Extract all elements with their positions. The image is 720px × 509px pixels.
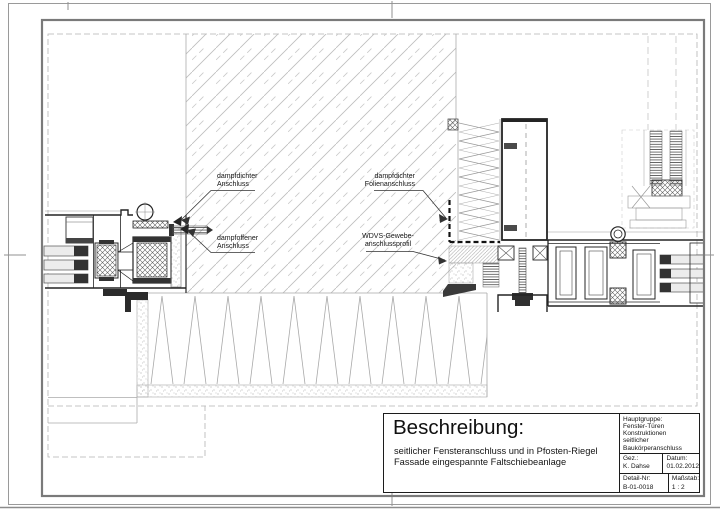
massstab-cell: Maßstab: 1 : 2 [669, 474, 699, 493]
title-block-heading: Beschreibung: [393, 416, 525, 439]
wdvs-mesh-profile-zone [443, 245, 500, 297]
annotation-dampfdichter-anschluss: dampfdichter Anschluss [217, 173, 258, 188]
datum-value: 01.02.2012 [666, 463, 699, 471]
annotation-dampfoffener-anschluss: dampfoffener Anschluss [217, 235, 259, 250]
annotation-dampfdichter-folienanschluss: dampfdichter Folienanschluss [364, 173, 415, 188]
gez-cell: Gez.: K. Dahse [620, 454, 664, 473]
hauptgruppe-label: Hauptgruppe: [623, 415, 663, 423]
mullion-base-connection [497, 245, 548, 312]
detail-massstab-row: Detail-Nr: B-01-0018 Maßstab: 1 : 2 [620, 472, 699, 493]
facade-mullion [501, 118, 548, 241]
mineral-wool-strip [447, 118, 501, 244]
vapour-barrier-foil [448, 200, 500, 244]
title-block-description: Beschreibung: seitlicher Fensteranschlus… [384, 414, 619, 492]
section-boundary-dashed [47, 33, 698, 458]
gez-label: Gez.: [623, 455, 639, 462]
hauptgruppe-cell: Hauptgruppe: Fenster-Türen Konstruktione… [620, 414, 699, 453]
top-right-mullion-section [621, 36, 695, 229]
masonry-wall-hatch [185, 34, 457, 293]
gez-value: K. Dahse [623, 463, 650, 471]
detail-nr-cell: Detail-Nr: B-01-0018 [620, 473, 669, 492]
left-window-section [43, 202, 213, 312]
datum-cell: Datum: 01.02.2012 [663, 454, 699, 473]
right-window-section [547, 226, 705, 307]
detail-nr-label: Detail-Nr: [623, 474, 651, 482]
title-block-meta: Hauptgruppe: Fenster-Türen Konstruktione… [619, 414, 699, 492]
description-line-1: seitlicher Fensteranschluss und in Pfost… [394, 446, 598, 456]
massstab-value: 1 : 2 [671, 483, 685, 491]
glazing-bars-right [659, 254, 705, 293]
title-block: Beschreibung: seitlicher Fensteranschlus… [383, 413, 700, 493]
massstab-label: Maßstab: [671, 474, 699, 482]
gez-datum-row: Gez.: K. Dahse Datum: 01.02.2012 [620, 453, 699, 473]
annotation-wdvs-gewebeanschlussprofil: WDVS-Gewebe- anschlussprofil [362, 233, 414, 248]
detail-nr-value: B-01-0018 [623, 483, 654, 491]
sheet-inner-frame [40, 18, 706, 498]
description-line-2: Fassade eingespannte Faltschiebeanlage [394, 457, 567, 467]
insulation-band [48, 292, 488, 424]
annotation-leaders [180, 190, 448, 265]
glazing-bars-left [43, 245, 89, 284]
datum-label: Datum: [666, 455, 688, 462]
